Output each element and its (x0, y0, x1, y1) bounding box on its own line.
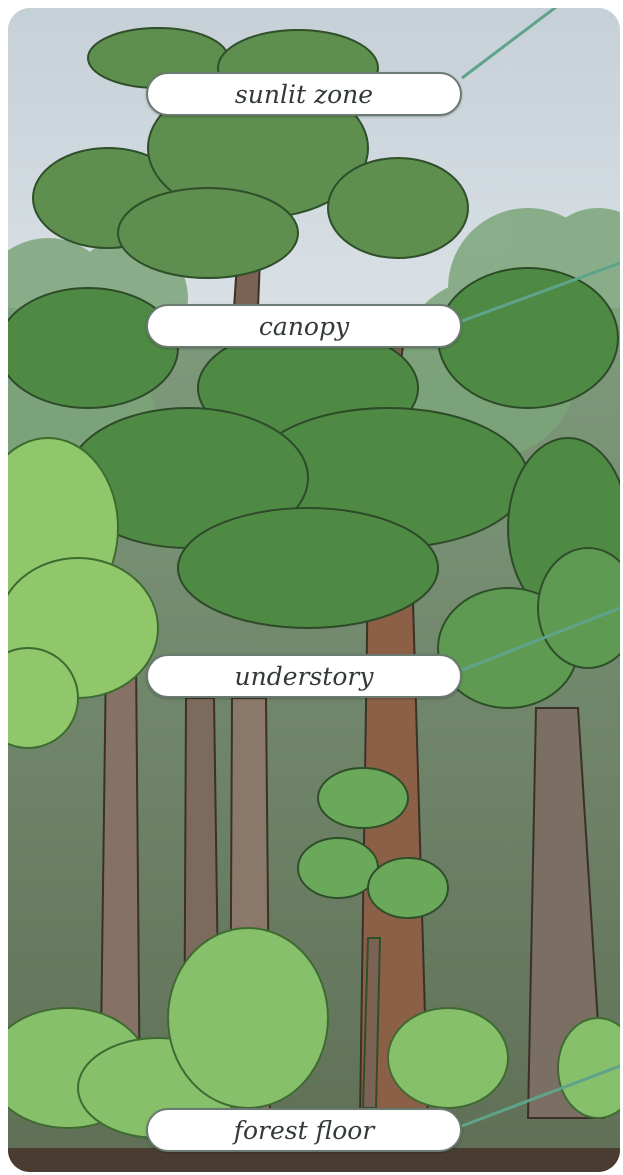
label-forest-floor: forest floor (146, 1108, 462, 1152)
label-canopy: canopy (146, 304, 462, 348)
label-forest-floor-text: forest floor (234, 1116, 375, 1145)
label-sunlit-zone-text: sunlit zone (235, 80, 373, 109)
forest-layers-diagram (8, 8, 620, 1172)
label-canopy-text: canopy (259, 312, 349, 341)
forest-illustration (8, 8, 620, 1172)
label-sunlit-zone: sunlit zone (146, 72, 462, 116)
label-understory-text: understory (235, 662, 374, 691)
label-understory: understory (146, 654, 462, 698)
